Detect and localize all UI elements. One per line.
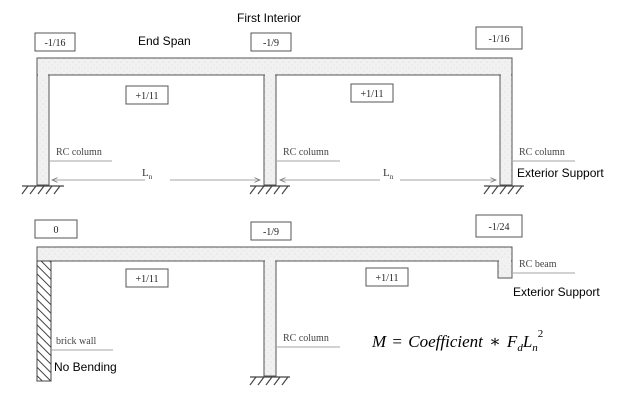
top-support-left	[21, 185, 64, 195]
top-coef-span-right-box: +1/11	[350, 83, 394, 103]
top-beam	[36, 57, 513, 76]
bottom-beam	[36, 246, 513, 262]
label-exterior-support-bottom: Exterior Support	[513, 285, 600, 299]
bottom-coef-center-box: -1/9	[250, 221, 292, 241]
label-exterior-support-top: Exterior Support	[517, 166, 604, 180]
bottom-coef-span-left-box: +1/11	[125, 268, 169, 288]
top-ln-left: Ln	[142, 167, 153, 181]
top-coef-right-box: -1/16	[475, 26, 523, 50]
top-column-right	[499, 74, 513, 186]
svg-text:-1/9: -1/9	[263, 227, 279, 238]
top-coef-span-left-box: +1/11	[125, 85, 169, 105]
top-rc-column-mid-label: RC column	[283, 147, 329, 158]
top-column-mid	[263, 74, 277, 186]
bottom-coef-right-box: -1/24	[475, 214, 523, 238]
svg-text:+1/11: +1/11	[360, 89, 383, 100]
bottom-rc-column-label: RC column	[283, 333, 329, 344]
svg-text:-1/9: -1/9	[263, 38, 279, 49]
svg-text:0: 0	[54, 225, 59, 236]
top-rc-column-right-label: RC column	[519, 147, 565, 158]
bottom-coef-left-box: 0	[34, 219, 78, 239]
label-first-interior: First Interior	[237, 11, 301, 25]
bottom-beam-end	[497, 260, 513, 279]
bottom-column-mid	[263, 260, 277, 377]
top-rc-column-left-label: RC column	[56, 147, 102, 158]
top-frame: Ln Ln RC column RC column RC column -1/1…	[21, 26, 575, 195]
brick-wall	[36, 260, 52, 382]
top-support-right	[483, 185, 524, 195]
svg-text:+1/11: +1/11	[375, 273, 398, 284]
top-support-mid	[249, 185, 290, 195]
label-end-span: End Span	[138, 34, 191, 48]
top-coef-center-box: -1/9	[250, 32, 292, 52]
svg-text:-1/24: -1/24	[488, 222, 509, 233]
top-column-left	[36, 74, 50, 186]
bottom-rc-beam-label: RC beam	[519, 259, 557, 270]
label-no-bending: No Bending	[54, 360, 117, 374]
svg-text:-1/16: -1/16	[488, 34, 509, 45]
top-coef-left-box: -1/16	[34, 32, 76, 52]
bottom-frame: RC beam brick wall RC column 0 -1/9 -1/2…	[34, 214, 575, 386]
svg-text:+1/11: +1/11	[135, 274, 158, 285]
svg-text:-1/16: -1/16	[44, 38, 65, 49]
top-ln-right: Ln	[383, 167, 394, 181]
svg-text:+1/11: +1/11	[135, 91, 158, 102]
moment-formula: M = Coefficient ∗ FdLn2	[371, 328, 543, 354]
bottom-support-mid	[249, 376, 290, 386]
bottom-brick-wall-label: brick wall	[56, 336, 96, 347]
bottom-coef-span-right-box: +1/11	[365, 267, 409, 287]
